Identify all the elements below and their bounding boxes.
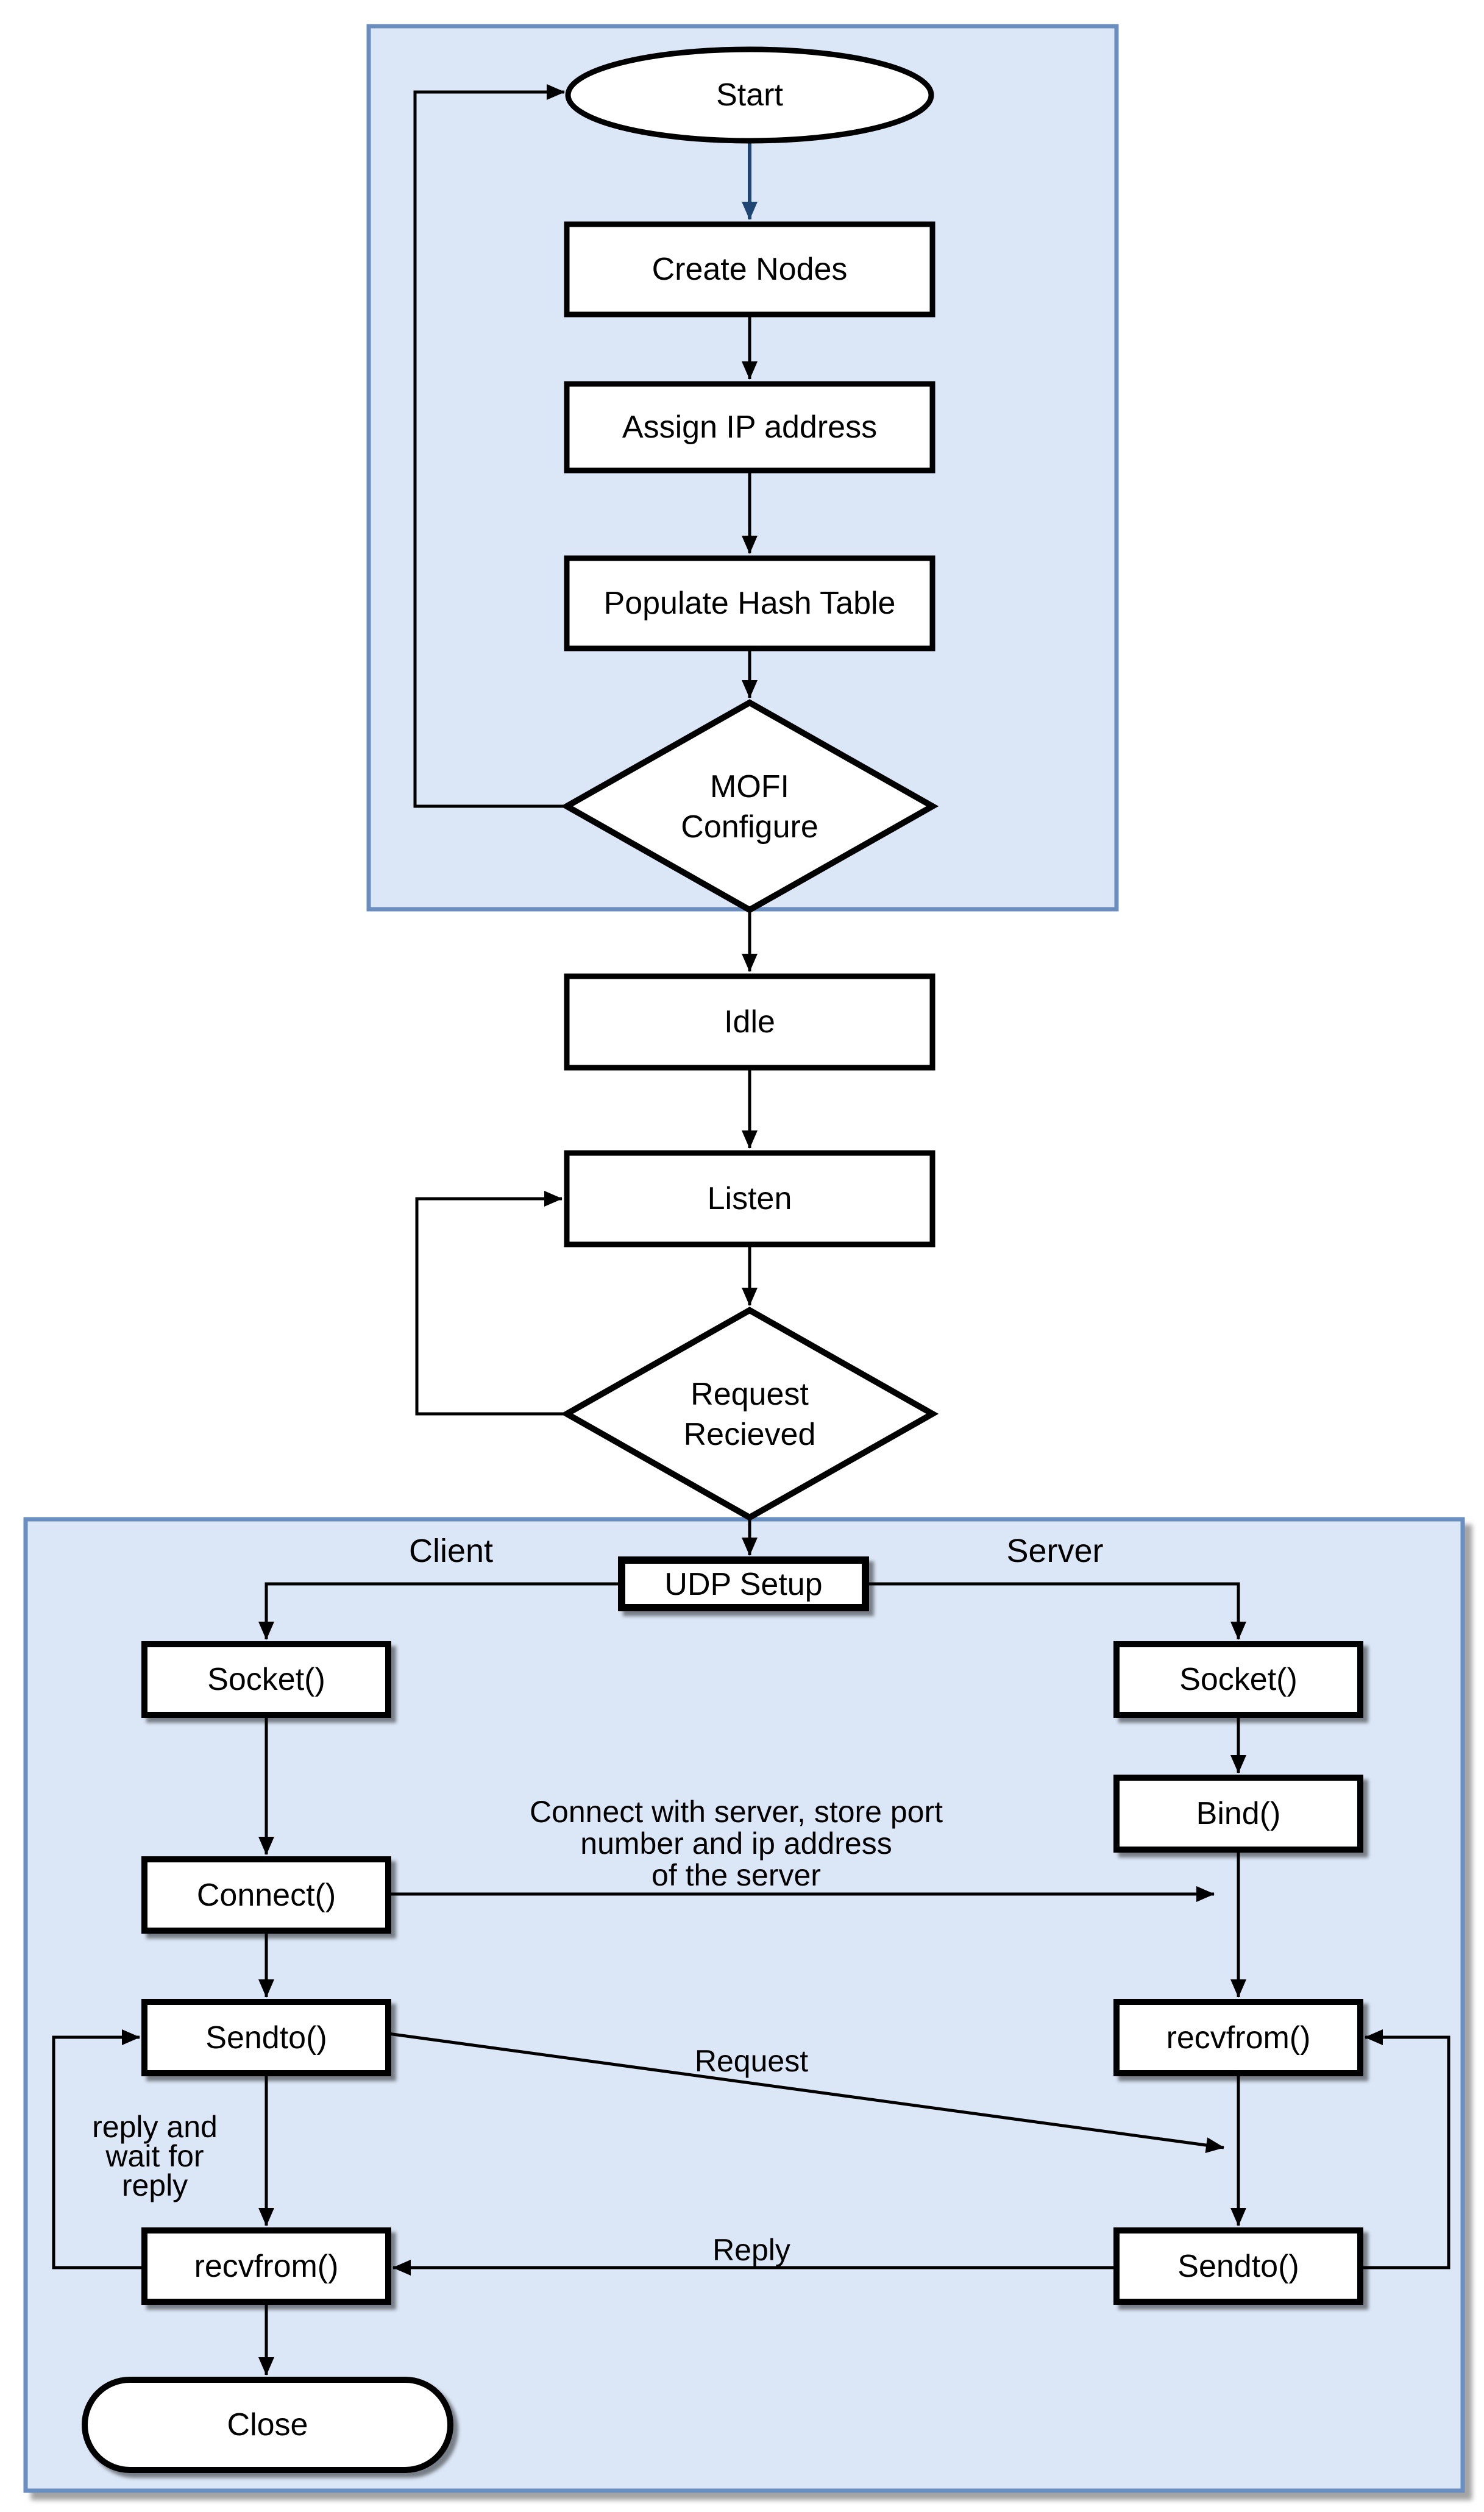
node-request-received [560,1307,939,1521]
node-create-nodes-label: Create Nodes [652,252,848,287]
node-listen-label: Listen [708,1181,792,1216]
edge-mofi-loop-to-start [413,84,567,808]
edge-udp-setup-to-server-socket [865,1582,1246,1640]
edge-request-loop-to-listen [415,1191,567,1416]
client-loop-note-line-3: reply [122,2168,188,2202]
node-client-sendto [141,1999,391,2076]
request-edge-label: Request [695,2044,808,2078]
node-create-nodes [564,221,935,318]
node-start-label: Start [716,77,783,113]
node-idle [564,973,935,1071]
node-server-socket-label: Socket() [1179,1662,1298,1697]
edge-udp-setup-to-client-socket [258,1582,622,1640]
node-client-recvfrom [141,2227,391,2305]
connect-note-line-1: Connect with server, store port [530,1795,943,1829]
connect-note-line-3: of the server [651,1858,821,1892]
node-request-received-label-2: Recieved [684,1417,816,1452]
node-server-recvfrom [1113,1999,1363,2076]
node-idle-label: Idle [724,1004,775,1040]
node-server-recvfrom-label: recvfrom() [1166,2020,1311,2056]
node-bind [1113,1775,1363,1853]
node-close-label: Close [227,2407,308,2443]
node-assign-ip-label: Assign IP address [622,410,877,445]
node-mofi-configure-label-1: MOFI [710,769,789,804]
client-loop-note-line-2: wait for [105,2139,204,2173]
node-connect [141,1856,391,1934]
node-client-socket [141,1641,391,1718]
node-udp-setup-label: UDP Setup [664,1567,822,1602]
reply-edge-label: Reply [712,2233,790,2267]
node-client-recvfrom-label: recvfrom() [194,2249,339,2284]
node-connect-label: Connect() [197,1878,336,1913]
node-populate-hash-label: Populate Hash Table [604,586,896,621]
node-client-sendto-label: Sendto() [205,2020,327,2056]
node-request-received-label-1: Request [691,1377,809,1412]
node-assign-ip [564,381,935,474]
client-lane-label: Client [409,1533,493,1569]
node-mofi-configure [560,699,939,914]
node-bind-label: Bind() [1196,1796,1281,1831]
node-server-socket [1113,1641,1363,1718]
client-loop-note-line-1: reply and [92,2110,218,2144]
node-listen [564,1150,935,1247]
node-close [82,2377,453,2473]
node-populate-hash [564,555,935,651]
node-start [565,46,934,144]
node-server-sendto-label: Sendto() [1177,2249,1299,2284]
edge-server-reply-loop [1360,2029,1450,2269]
edge-request-client-sendto-to-server [388,2032,1224,2153]
node-mofi-configure-label-2: Configure [681,809,818,845]
node-server-sendto [1113,2227,1363,2305]
edge-client-reply-loop [52,2029,144,2269]
server-lane-label: Server [1006,1533,1103,1569]
node-udp-setup [618,1556,869,1611]
node-client-socket-label: Socket() [207,1662,325,1697]
connect-note-line-2: number and ip address [580,1826,892,1861]
